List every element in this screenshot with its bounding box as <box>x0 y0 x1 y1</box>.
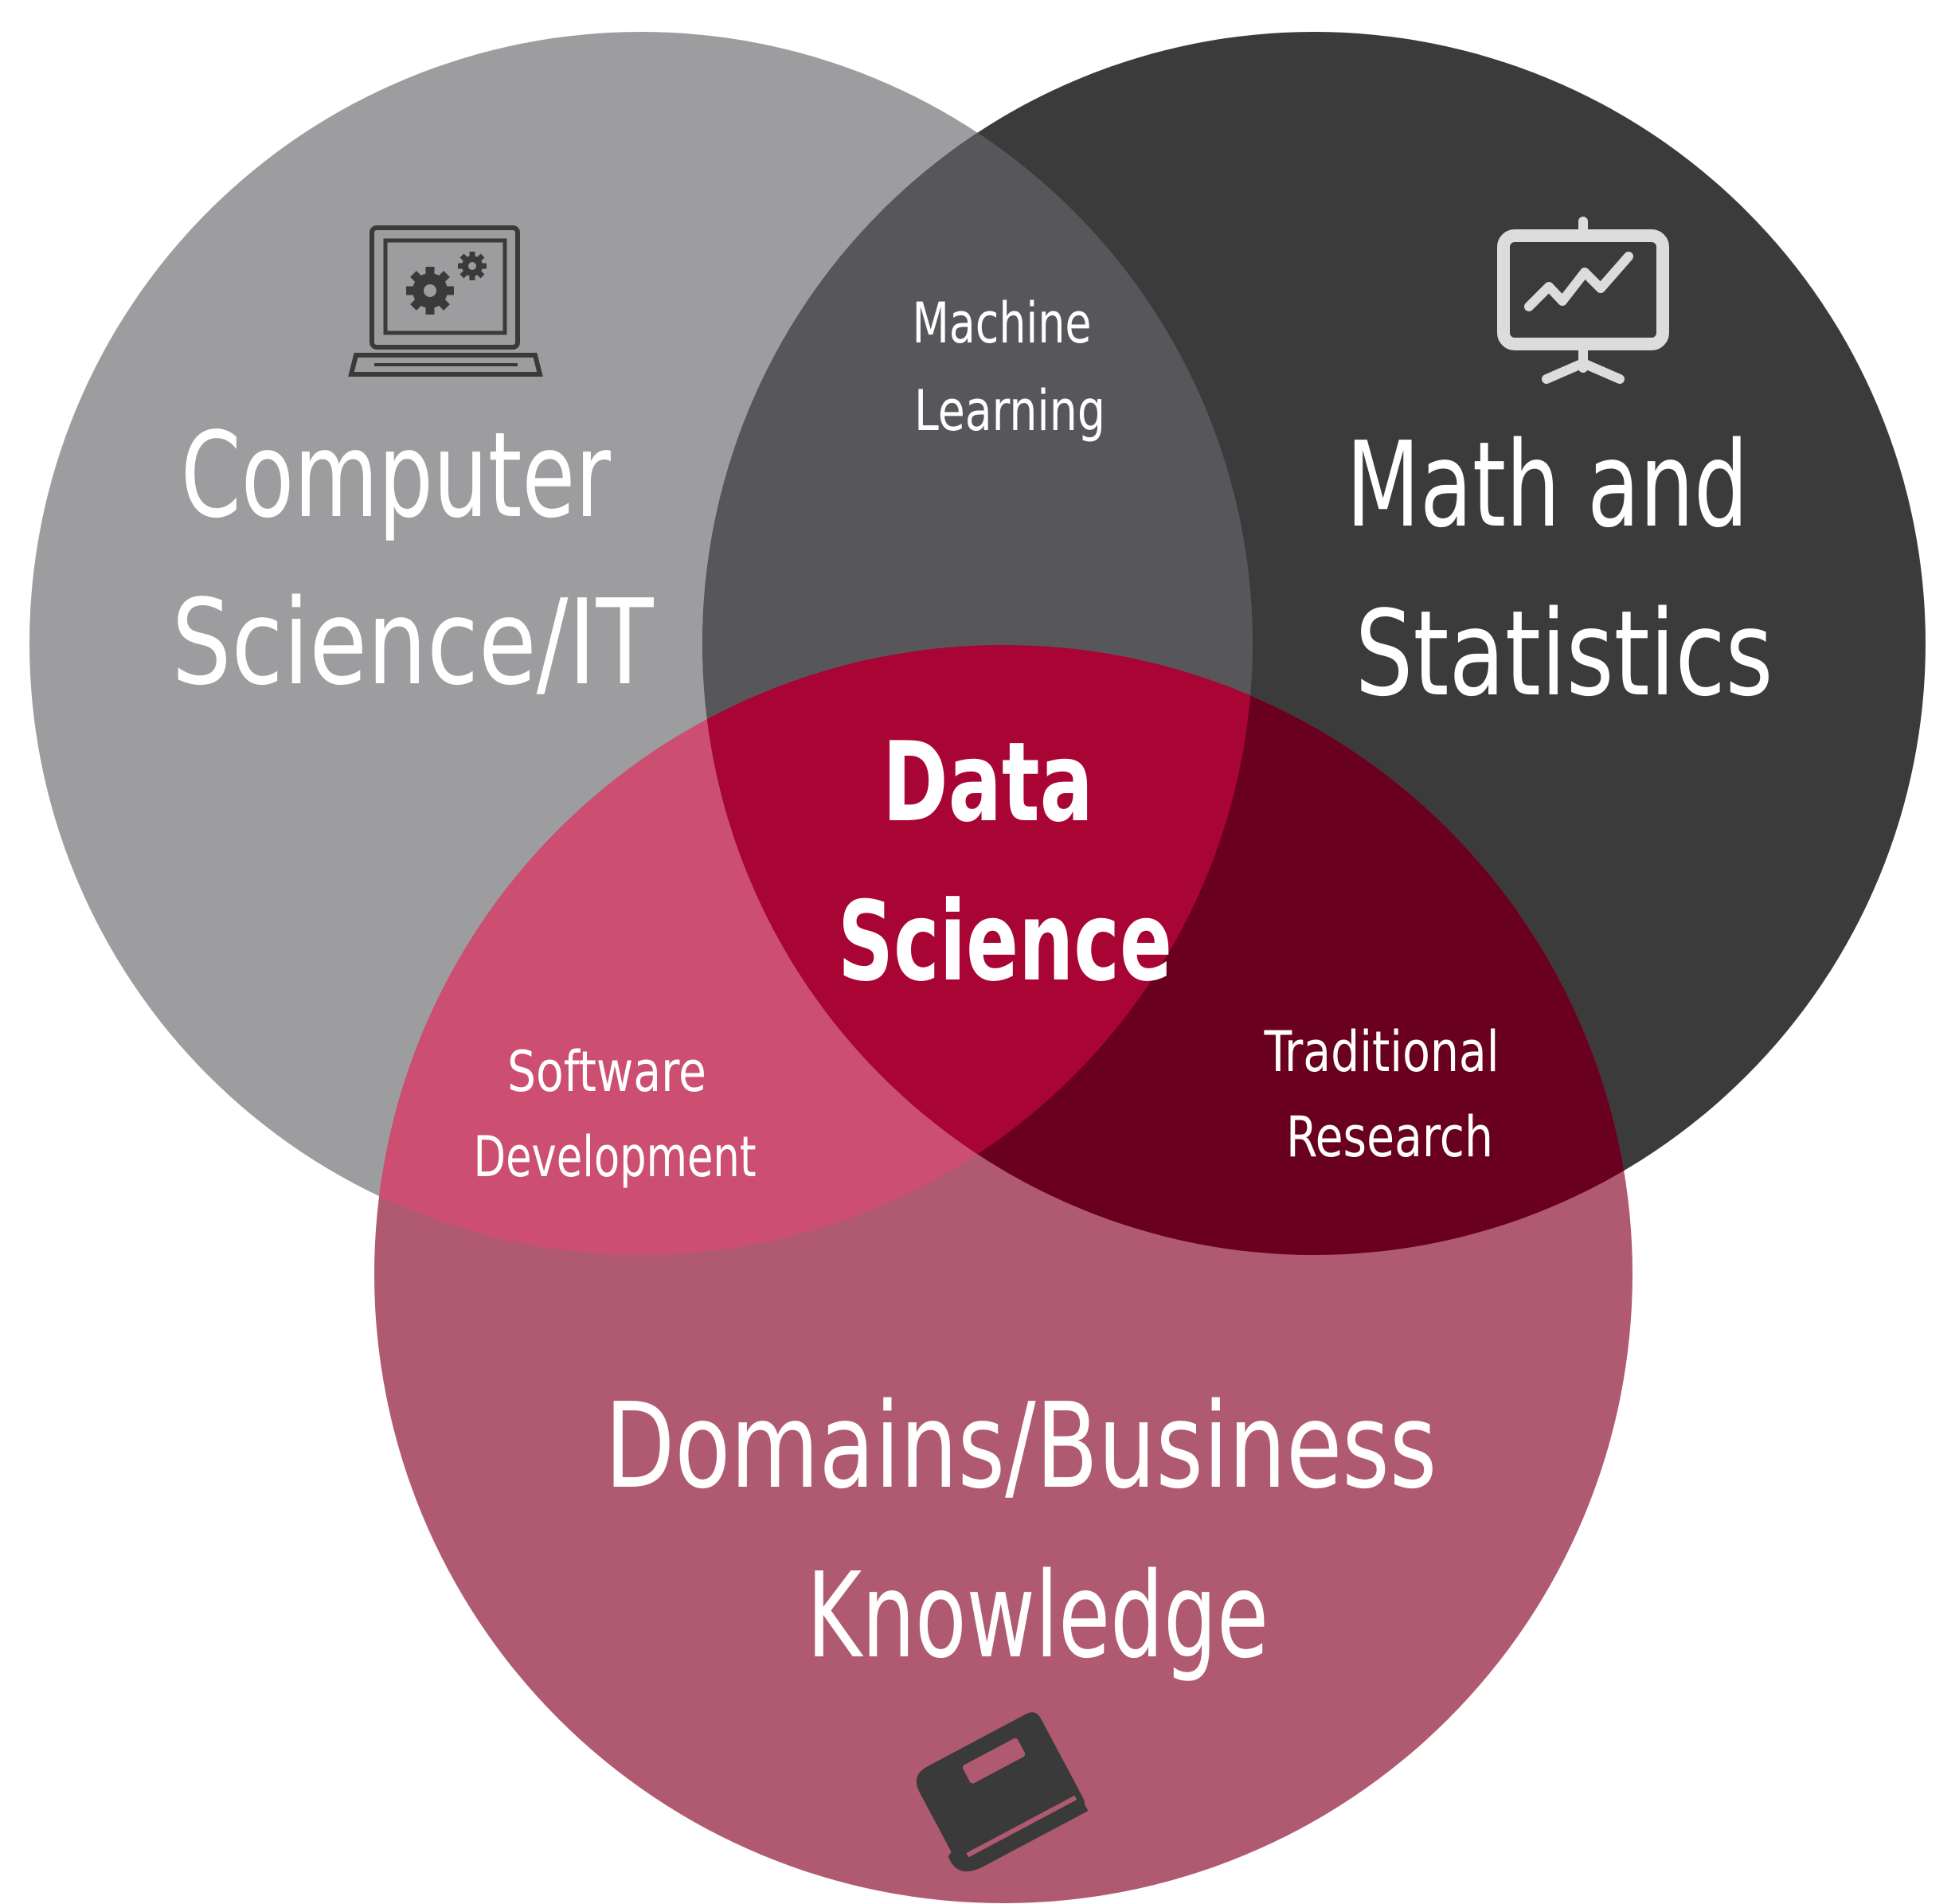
math-statistics-label: Math and Statistics <box>1346 416 1781 722</box>
software-development-label: Software Development <box>474 1039 757 1190</box>
book-icon <box>916 1712 1089 1872</box>
computer-science-label: Computer Science/IT <box>172 407 655 711</box>
presentation-chart-icon <box>1497 217 1669 384</box>
data-science-label: Data Science <box>838 718 1172 1006</box>
machine-learning-label: Machine Learning <box>913 291 1108 444</box>
traditional-research-label: Traditional Research <box>1264 1019 1515 1170</box>
domains-business-label: Domains/Business Knowledge <box>604 1378 1470 1684</box>
laptop-gears-icon <box>348 225 543 377</box>
software-development-region <box>374 645 1253 1255</box>
traditional-research-region <box>702 645 1632 1255</box>
